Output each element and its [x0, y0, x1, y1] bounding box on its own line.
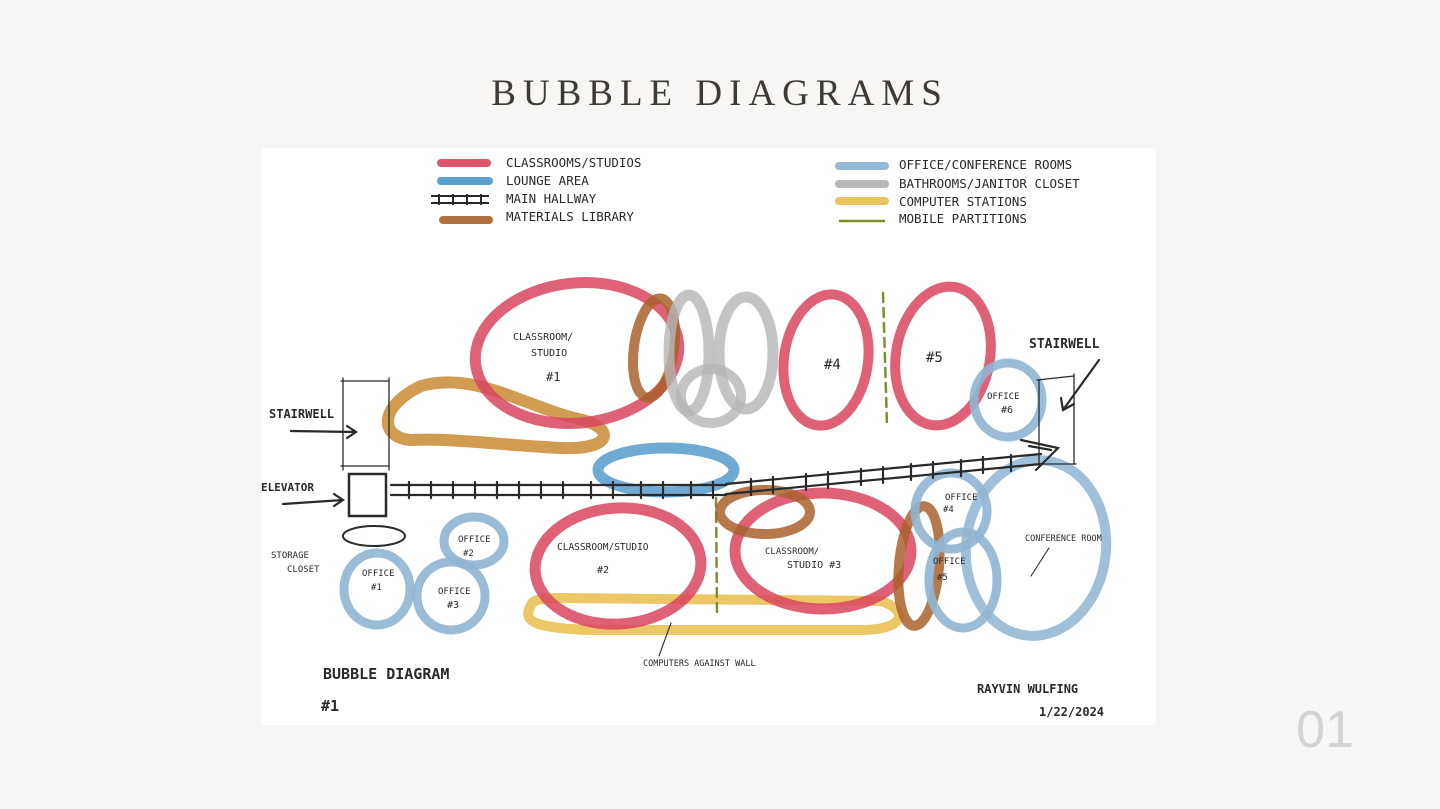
diagram-number-label: #1	[321, 697, 339, 715]
classroom-1-label-line1: CLASSROOM/	[513, 332, 573, 343]
elevator-box	[347, 472, 388, 518]
legend-item-hallway: MAIN HALLWAY	[431, 191, 597, 206]
lounge-bubble	[592, 442, 740, 498]
janitor-closet-bubble	[676, 364, 746, 428]
legend-label-computers: COMPUTER STATIONS	[899, 194, 1027, 209]
legend-label-partitions: MOBILE PARTITIONS	[899, 211, 1027, 226]
office-3-bubble	[412, 557, 490, 635]
office-5-label-line2: #5	[937, 573, 948, 583]
classroom-4-label: #4	[824, 357, 841, 373]
office-6-bubble	[969, 358, 1047, 442]
classroom-3-label-line1: CLASSROOM/	[765, 547, 819, 557]
leader-lines	[658, 547, 1050, 657]
legend-label-bathrooms: BATHROOMS/JANITOR CLOSET	[899, 176, 1080, 191]
stairwell-right-label: STAIRWELL	[1029, 337, 1100, 352]
office-6-label-line1: OFFICE	[987, 392, 1020, 402]
stairwell-left	[340, 377, 390, 471]
ink-linework	[281, 358, 1101, 657]
classroom-1-label-line3: #1	[546, 370, 560, 384]
stairwell-right	[1036, 373, 1077, 467]
office-2-label-line1: OFFICE	[458, 535, 491, 545]
conference-room-label: CONFERENCE ROOM	[1025, 534, 1102, 544]
office-3-label-line2: #3	[447, 600, 459, 611]
legend-item-offices: OFFICE/CONFERENCE ROOMS	[835, 157, 1072, 172]
office-4-label-line1: OFFICE	[945, 493, 978, 503]
legend-item-lounge: LOUNGE AREA	[437, 173, 589, 188]
classroom-4-bubble	[778, 289, 874, 431]
office-1-label-line2: #1	[371, 583, 382, 593]
materials-library-right-bubble	[893, 501, 945, 631]
legend-label-lounge: LOUNGE AREA	[506, 173, 589, 188]
legend-label-hallway: MAIN HALLWAY	[506, 191, 597, 206]
slide-title: BUBBLE DIAGRAMS	[491, 73, 949, 114]
legend-item-bathrooms: BATHROOMS/JANITOR CLOSET	[835, 176, 1080, 191]
office-3-label-line1: OFFICE	[438, 587, 471, 597]
office-4-label-line2: #4	[943, 505, 954, 515]
main-hallway	[389, 438, 1061, 500]
bathroom-bubble-2	[713, 291, 779, 415]
hand-labels: CLASSROOM/ STUDIO #1 #4 #5 STAIRWELL OFF…	[261, 332, 1104, 719]
office-1-bubble	[339, 548, 415, 630]
materials-library-loop	[381, 376, 610, 455]
storage-closet-bubble	[342, 525, 406, 547]
classroom-2-label-line2: #2	[597, 565, 609, 576]
stairwell-left-label: STAIRWELL	[269, 407, 334, 421]
legend-swatch-hallway	[431, 194, 489, 205]
office-2-label-line2: #2	[463, 549, 474, 559]
mobile-partition-top	[881, 291, 889, 428]
classroom-2-bubble	[529, 502, 707, 630]
classroom-3-bubble	[729, 487, 917, 615]
stairwell-left-arrow-icon	[289, 424, 358, 440]
stairwell-right-arrow-icon	[1059, 358, 1101, 412]
classroom-5-label: #5	[926, 350, 943, 366]
diagram-name-label: BUBBLE DIAGRAM	[323, 665, 449, 683]
legend-label-offices: OFFICE/CONFERENCE ROOMS	[899, 157, 1072, 172]
legend-item-computers: COMPUTER STATIONS	[835, 194, 1027, 209]
legend-item-classrooms: CLASSROOMS/STUDIOS	[437, 155, 641, 170]
computers-note-label: COMPUTERS AGAINST WALL	[643, 659, 756, 669]
bubble-diagram-canvas: CLASSROOMS/STUDIOS LOUNGE AREA MAIN HALL…	[261, 155, 1112, 719]
office-6-label-line2: #6	[1001, 405, 1013, 416]
conference-room-bubble	[960, 455, 1112, 641]
legend-label-materials: MATERIALS LIBRARY	[506, 209, 634, 224]
legend-label-classrooms: CLASSROOMS/STUDIOS	[506, 155, 641, 170]
storage-closet-label-line1: STORAGE	[271, 551, 309, 561]
office-2-bubble	[439, 512, 509, 570]
elevator-label: ELEVATOR	[261, 481, 314, 494]
elevator-arrow-icon	[281, 492, 345, 508]
office-5-label-line1: OFFICE	[933, 557, 966, 567]
arrow-icons	[281, 358, 1101, 508]
classroom-2-label-line1: CLASSROOM/STUDIO	[557, 542, 649, 553]
author-label: RAYVIN WULFING	[977, 682, 1078, 696]
legend: CLASSROOMS/STUDIOS LOUNGE AREA MAIN HALL…	[431, 155, 1080, 226]
page-number: 01	[1296, 701, 1354, 759]
bubble-diagram-sketch: CLASSROOMS/STUDIOS LOUNGE AREA MAIN HALL…	[261, 148, 1156, 725]
storage-closet-label-line2: CLOSET	[287, 565, 320, 575]
classroom-5-bubble	[890, 281, 996, 431]
office-1-label-line1: OFFICE	[362, 569, 395, 579]
classroom-3-label-line2: STUDIO #3	[787, 560, 841, 571]
classroom-1-label-line2: STUDIO	[531, 348, 567, 359]
legend-item-partitions: MOBILE PARTITIONS	[839, 211, 1027, 226]
date-label: 1/22/2024	[1039, 705, 1104, 719]
legend-item-materials: MATERIALS LIBRARY	[439, 209, 634, 224]
bubbles	[339, 277, 1112, 641]
